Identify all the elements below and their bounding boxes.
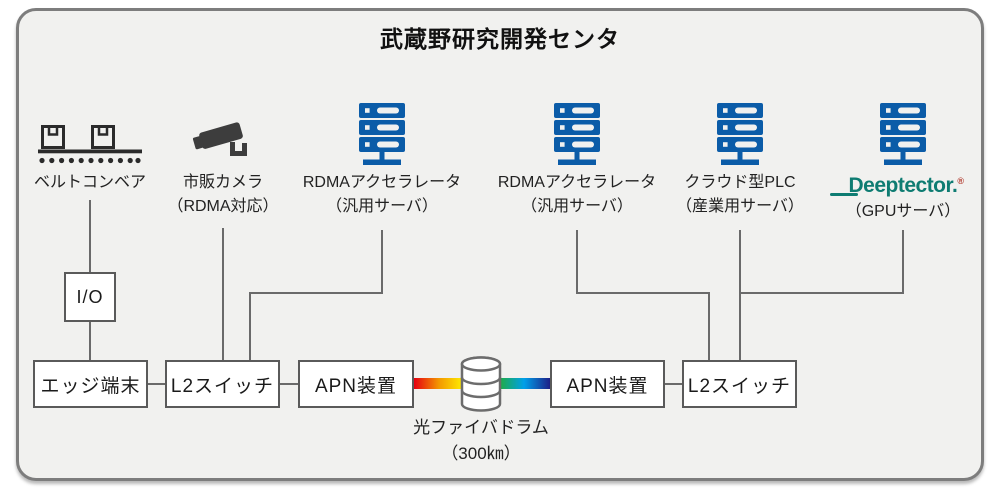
rdma-left-label-line1: RDMAアクセラレータ <box>302 174 462 191</box>
io-box: I/O <box>64 272 116 322</box>
fiber-drum-label-line2: （300㎞） <box>441 444 521 463</box>
rdma-right-label-line2: （汎用サーバ） <box>521 198 633 215</box>
camera-label-line2: （RDMA対応） <box>167 198 279 215</box>
plc-label-line2: （産業用サーバ） <box>676 198 804 215</box>
plc-label-line1: クラウド型PLC <box>684 174 796 191</box>
plc-label: クラウド型PLC （産業用サーバ） <box>655 171 825 219</box>
belt-conveyor-label: ベルトコンベア <box>33 174 146 191</box>
connector-rdmaleft-v1 <box>381 230 383 293</box>
l2-switch-left-box: L2スイッチ <box>165 360 280 408</box>
camera-label-line1: 市販カメラ <box>182 174 263 191</box>
connector-l2left-apnleft <box>280 383 298 385</box>
fiber-link-right <box>498 378 550 389</box>
apn-device-right-box: APN装置 <box>550 360 665 408</box>
l2-switch-right-box: L2スイッチ <box>682 360 797 408</box>
fiber-link-left <box>414 378 464 389</box>
deeptector-logo-text: Deeptector. <box>848 174 958 197</box>
belt-conveyor-icon <box>38 125 142 164</box>
connector-plc-l2right <box>739 230 741 360</box>
connector-apnright-l2right <box>665 383 682 385</box>
connector-rdmaright-v1 <box>576 230 578 293</box>
fiber-drum-label: 光ファイバドラム （300㎞） <box>391 415 571 467</box>
connector-rdmaright-h <box>576 292 710 294</box>
apn-device-left-box: APN装置 <box>298 360 414 408</box>
connector-deeptector-v <box>902 230 904 293</box>
server-rack-icon <box>359 103 405 165</box>
fiber-drum-icon <box>460 356 502 412</box>
connector-edge-l2left <box>148 383 165 385</box>
rdma-left-label: RDMAアクセラレータ （汎用サーバ） <box>287 171 477 219</box>
connector-belt-io <box>89 200 91 273</box>
server-rack-icon <box>717 103 763 165</box>
deeptector-logo: Deeptector.® <box>818 169 988 200</box>
server-rack-icon <box>880 103 926 165</box>
camera-label: 市販カメラ （RDMA対応） <box>143 171 303 219</box>
server-rack-icon <box>554 103 600 165</box>
edge-terminal-box: エッジ端末 <box>33 360 148 408</box>
registered-mark: ® <box>957 176 964 186</box>
connector-camera-l2left <box>222 228 224 360</box>
connector-rdmaleft-v2 <box>249 292 251 360</box>
deeptector-node: Deeptector.® （GPUサーバ） <box>818 169 988 224</box>
deeptector-underline <box>830 193 859 196</box>
cctv-camera-icon <box>192 122 247 156</box>
diagram-title: 武蔵野研究開発センタ <box>380 26 620 52</box>
fiber-drum-label-line1: 光ファイバドラム <box>413 418 549 437</box>
connector-io-edge <box>89 322 91 360</box>
rdma-left-label-line2: （汎用サーバ） <box>326 198 438 215</box>
connector-deeptector-h <box>739 292 904 294</box>
deeptector-label-line2: （GPUサーバ） <box>845 203 961 220</box>
rdma-right-label-line1: RDMAアクセラレータ <box>497 174 657 191</box>
connector-rdmaleft-h <box>249 292 383 294</box>
rdma-right-label: RDMAアクセラレータ （汎用サーバ） <box>482 171 672 219</box>
connector-rdmaright-v2 <box>708 292 710 360</box>
